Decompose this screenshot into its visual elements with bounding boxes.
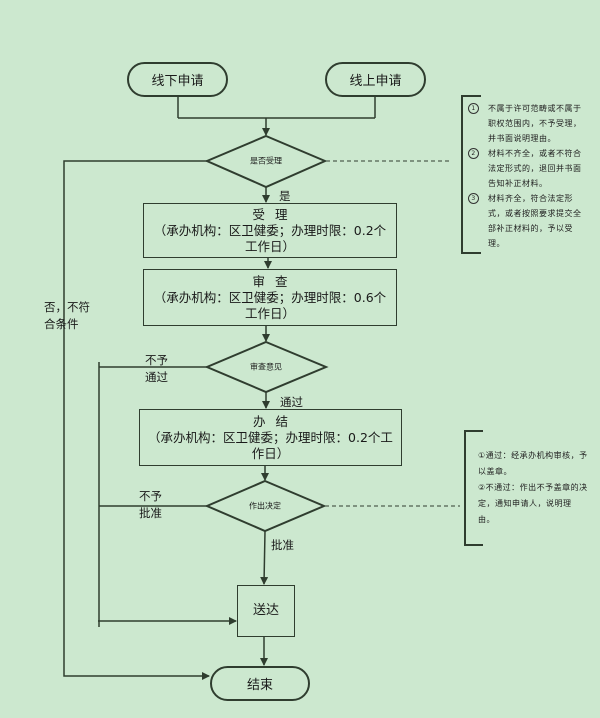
label-passed: 通过	[280, 395, 303, 409]
decision-notes: ①通过：经承办机构审核，予以盖章。 ②不通过：作出不予盖章的决定，通知申请人，说…	[478, 448, 588, 528]
accept-note-item: 2 材料不齐全，或者不符合法定形式的，退回并书面告知补正材料。	[468, 146, 588, 191]
decision-note-item: ①通过：经承办机构审核，予以盖章。	[478, 451, 588, 476]
decision-review-label: 审查意见	[250, 362, 282, 372]
note-bracket-1	[461, 95, 481, 254]
step-accept-detail: （承办机构：区卫健委；办理时限：0.2个工作日）	[153, 222, 387, 254]
label-not-approved: 不予批准	[139, 489, 162, 520]
step-deliver: 送达	[237, 585, 295, 637]
label-approved: 批准	[271, 538, 294, 552]
decision-note-item: ②不通过：作出不予盖章的决定，通知申请人，说明理由。	[478, 483, 588, 524]
step-review: 审查 （承办机构：区卫健委；办理时限：0.6个工作日）	[143, 269, 397, 326]
number-circle-icon: 3	[468, 193, 479, 204]
number-circle-icon: 1	[468, 103, 479, 114]
step-complete: 办结 （承办机构：区卫健委；办理时限：0.2个工作日）	[139, 409, 402, 466]
step-accept-title: 受理	[252, 206, 298, 222]
edge-not-qualified	[63, 160, 210, 680]
start-offline-label: 线下申请	[151, 74, 204, 89]
accept-note-item: 3 材料齐全，符合法定形式，或者按照要求提交全部补正材料的，予以受理。	[468, 191, 588, 251]
start-online-application: 线上申请	[325, 62, 426, 97]
step-review-detail: （承办机构：区卫健委；办理时限：0.6个工作日）	[153, 289, 387, 321]
step-accept: 受理 （承办机构：区卫健委；办理时限：0.2个工作日）	[143, 203, 397, 258]
start-online-label: 线上申请	[349, 74, 402, 89]
decision-accept-label: 是否受理	[250, 156, 282, 166]
step-review-title: 审查	[252, 273, 298, 289]
edge-approved	[260, 530, 269, 585]
accept-note-item: 1 不属于许可范畴或不属于职权范围内，不予受理，并书面说明理由。	[468, 101, 588, 146]
note-bracket-2	[464, 430, 483, 546]
accept-note-text: 材料不齐全，或者不符合法定形式的，退回并书面告知补正材料。	[488, 149, 582, 188]
accept-notes: 1 不属于许可范畴或不属于职权范围内，不予受理，并书面说明理由。 2 材料不齐全…	[468, 101, 588, 251]
label-not-qualified: 否，不符合条件	[44, 300, 90, 331]
decision-decide-label: 作出决定	[249, 501, 281, 511]
step-complete-detail: （承办机构：区卫健委；办理时限：0.2个工作日）	[148, 429, 393, 461]
start-offline-application: 线下申请	[127, 62, 228, 97]
number-circle-icon: 2	[468, 148, 479, 159]
accept-note-text: 材料齐全，符合法定形式，或者按照要求提交全部补正材料的，予以受理。	[488, 194, 582, 248]
label-yes: 是	[279, 189, 291, 203]
step-complete-title: 办结	[252, 413, 298, 429]
accept-note-text: 不属于许可范畴或不属于职权范围内，不予受理，并书面说明理由。	[488, 104, 582, 143]
end-node: 结束	[210, 666, 310, 701]
end-label: 结束	[246, 678, 273, 693]
label-not-passed: 不予通过	[145, 353, 168, 384]
step-deliver-label: 送达	[252, 603, 279, 618]
